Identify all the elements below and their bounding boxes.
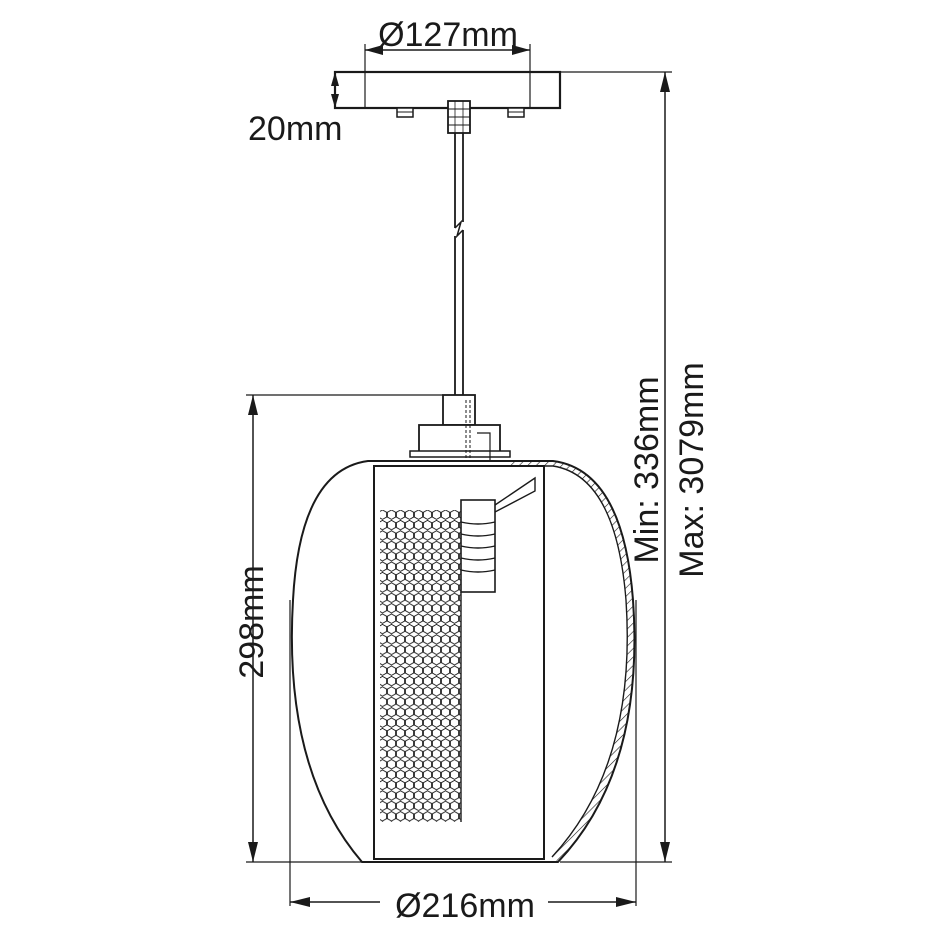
overall-height-dimension — [560, 71, 672, 863]
max-height-label: Max: 3079mm — [673, 362, 711, 577]
suspension-rod — [454, 133, 464, 395]
canopy-diameter-label: Ø127mm — [378, 16, 518, 54]
inner-mesh-cylinder — [373, 465, 545, 860]
min-height-label: Min: 336mm — [628, 376, 666, 563]
canopy-height-label: 20mm — [248, 110, 342, 148]
shade-diameter-label: Ø216mm — [395, 887, 535, 925]
canopy-diameter-dimension — [364, 44, 531, 72]
cord-grip — [447, 100, 471, 134]
shade-height-dimension — [246, 394, 443, 863]
lamp-cap — [409, 394, 511, 506]
shade-height-label: 298mm — [233, 565, 271, 678]
bulb-socket — [460, 476, 536, 593]
canopy-height-dimension — [331, 72, 339, 108]
canopy-screws — [396, 107, 525, 118]
